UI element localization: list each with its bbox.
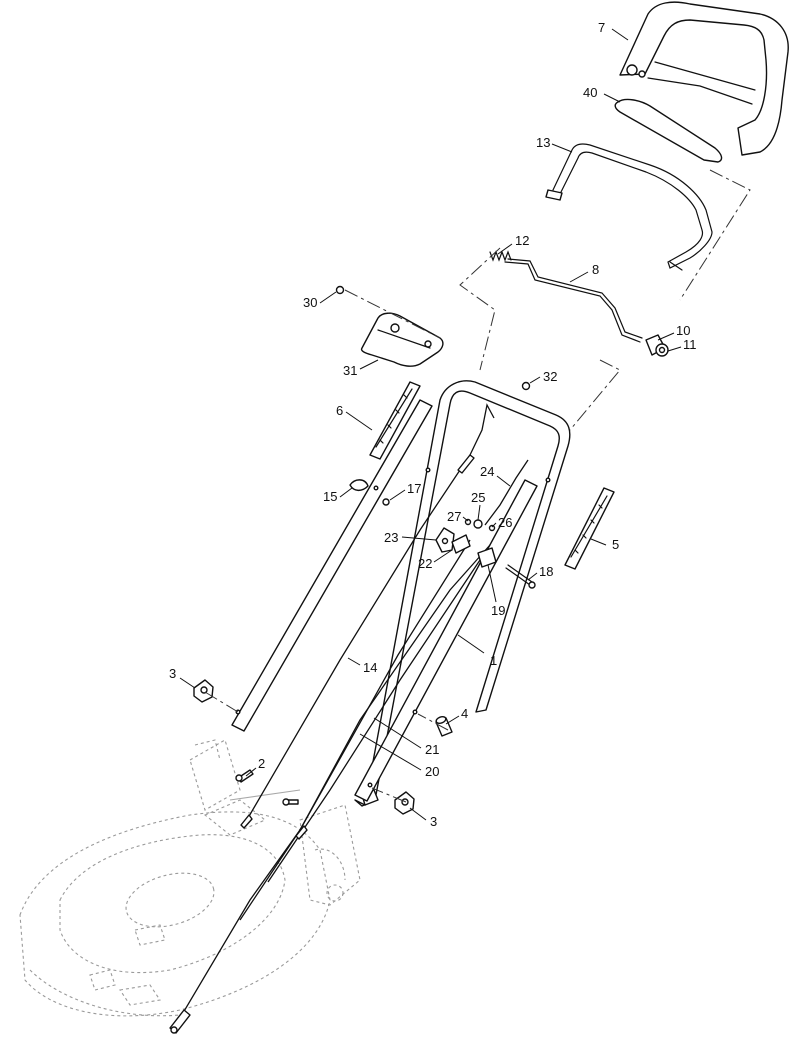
callout-27: 27	[447, 509, 461, 524]
nut-17	[382, 498, 390, 506]
parts-25-26-27	[464, 518, 496, 532]
grip-pad-40	[614, 98, 723, 163]
callout-6: 6	[336, 403, 343, 418]
callout-20: 20	[425, 764, 439, 779]
callout-1: 1	[490, 653, 497, 668]
callout-11: 11	[683, 337, 697, 352]
callout-3-right: 3	[430, 814, 437, 829]
bracket-31	[360, 312, 444, 367]
callout-12: 12	[515, 233, 529, 248]
lower-handle-left	[231, 399, 433, 732]
callout-labels: 1 2 3 3 4 5 6 7 8 10 11 12 13 14 15 17 1…	[169, 20, 697, 829]
cable-14	[247, 454, 471, 819]
callout-18: 18	[539, 564, 553, 579]
callout-17: 17	[407, 481, 421, 496]
callout-3-left: 3	[169, 666, 176, 681]
callout-21: 21	[425, 742, 439, 757]
knob-3-right	[394, 791, 415, 815]
clip-15	[349, 479, 369, 492]
cables	[169, 403, 529, 1034]
callout-23: 23	[384, 530, 398, 545]
bracket-22	[451, 534, 471, 554]
callout-32: 32	[543, 369, 557, 384]
cable-24	[484, 459, 529, 526]
clip-19	[477, 547, 497, 568]
cable-20	[239, 544, 491, 921]
callout-8: 8	[592, 262, 599, 277]
callout-22: 22	[418, 556, 432, 571]
assembly-lines	[204, 169, 751, 803]
callout-15: 15	[323, 489, 337, 504]
mower-deck-ghost	[19, 739, 361, 1017]
callout-7: 7	[598, 20, 605, 35]
knob-3-left	[193, 679, 214, 703]
knob-10	[645, 334, 669, 357]
callout-31: 31	[343, 363, 357, 378]
callout-5: 5	[612, 537, 619, 552]
bolt-30	[335, 285, 345, 295]
cable-guide-6	[369, 381, 421, 460]
callout-24: 24	[480, 464, 494, 479]
handle-grip-7	[619, 1, 789, 156]
callout-10: 10	[676, 323, 690, 338]
spacer-4	[435, 716, 453, 737]
leader-lines	[179, 28, 682, 821]
callout-2: 2	[258, 756, 265, 771]
cable-guide-5	[564, 487, 615, 570]
callout-25: 25	[471, 490, 485, 505]
bolt-18	[505, 564, 536, 589]
spring-12	[489, 250, 512, 262]
callout-4: 4	[461, 706, 468, 721]
nut-32	[521, 381, 531, 391]
callout-13: 13	[536, 135, 550, 150]
callout-19: 19	[491, 603, 505, 618]
bracket-23	[435, 527, 455, 553]
control-rod-8	[504, 258, 643, 343]
bolt-2b	[282, 798, 299, 806]
callout-14: 14	[363, 660, 377, 675]
callout-26: 26	[498, 515, 512, 530]
bail-13	[545, 143, 713, 271]
callout-30: 30	[303, 295, 317, 310]
callout-40: 40	[583, 85, 597, 100]
